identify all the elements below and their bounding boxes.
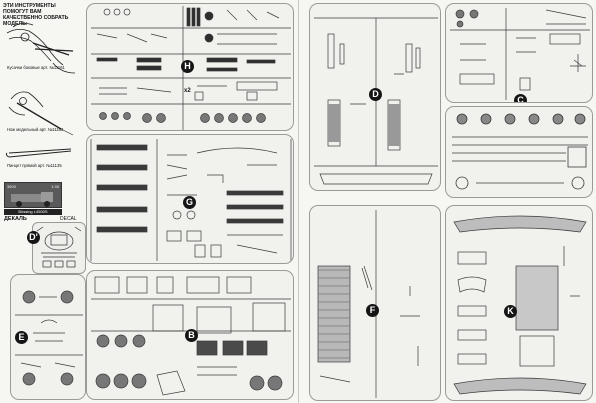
tool-caption-tweezers: Пинцет прямой арт. №11135: [7, 163, 62, 168]
tool-caption-cutters: Кусачки боковые арт. №11161: [7, 65, 65, 70]
sprue-label-d-prime: D': [27, 231, 40, 244]
sprue-c-parts: [450, 8, 590, 100]
sprue-k: K: [445, 205, 593, 401]
sprue-label-d: D: [369, 88, 382, 101]
tools-panel: ЭТИ ИНСТРУМЕНТЫ ПОМОГУТ ВАМ КАЧЕСТВЕННО …: [3, 3, 85, 273]
sprue-b-parts: [91, 276, 291, 396]
sprue-e: E: [10, 274, 86, 400]
sprue-label-f: F: [366, 304, 379, 317]
sprue-d: D: [309, 3, 441, 191]
decal-card-code: 3603: [7, 184, 16, 189]
decal-brand: Büssing L4500S: [4, 209, 62, 215]
tool-caption-knife: Нож модельный арт. №11163: [7, 127, 64, 132]
sprue-label-h: H: [181, 60, 194, 73]
sprue-label-c: C: [514, 94, 527, 102]
sprue-g: G: [86, 134, 294, 264]
sprue-k-parts: [453, 215, 587, 395]
sprue-label-g: G: [183, 196, 196, 209]
decal-box-art: 3603 1:35: [4, 182, 62, 208]
decal-label-ru: ДЕКАЛЬ: [4, 216, 27, 222]
sprue-c-axle-parts: [452, 113, 588, 190]
sprue-label-b: B: [185, 329, 198, 342]
left-page: ЭТИ ИНСТРУМЕНТЫ ПОМОГУТ ВАМ КАЧЕСТВЕННО …: [3, 3, 294, 400]
sprue-h-parts: [91, 6, 291, 130]
decal-sheet-drawing: [36, 226, 82, 268]
sprue-d-prime: [32, 222, 86, 274]
sprue-c-axles: [445, 106, 593, 198]
right-page: D C: [298, 0, 596, 403]
sprue-label-k: K: [504, 305, 517, 318]
sprue-c: C: [445, 3, 593, 103]
sprue-b: B: [86, 270, 294, 400]
multiplier-x2: x2: [184, 88, 191, 94]
decal-label-en: DECAL: [60, 216, 77, 222]
sprue-d-parts: [314, 17, 438, 185]
sprue-h: H x2: [86, 3, 294, 131]
decal-card-scale: 1:35: [51, 184, 59, 189]
sprue-f: F: [309, 205, 441, 401]
truck-thumbnail: [11, 192, 53, 207]
sprue-f-parts: [317, 210, 420, 398]
tools-illustration: [5, 23, 76, 158]
sprue-g-parts: [90, 139, 292, 261]
sprue-e-parts: [15, 290, 83, 386]
sprue-label-e: E: [15, 331, 28, 344]
tools-title: ЭТИ ИНСТРУМЕНТЫ ПОМОГУТ ВАМ КАЧЕСТВЕННО …: [3, 3, 69, 27]
